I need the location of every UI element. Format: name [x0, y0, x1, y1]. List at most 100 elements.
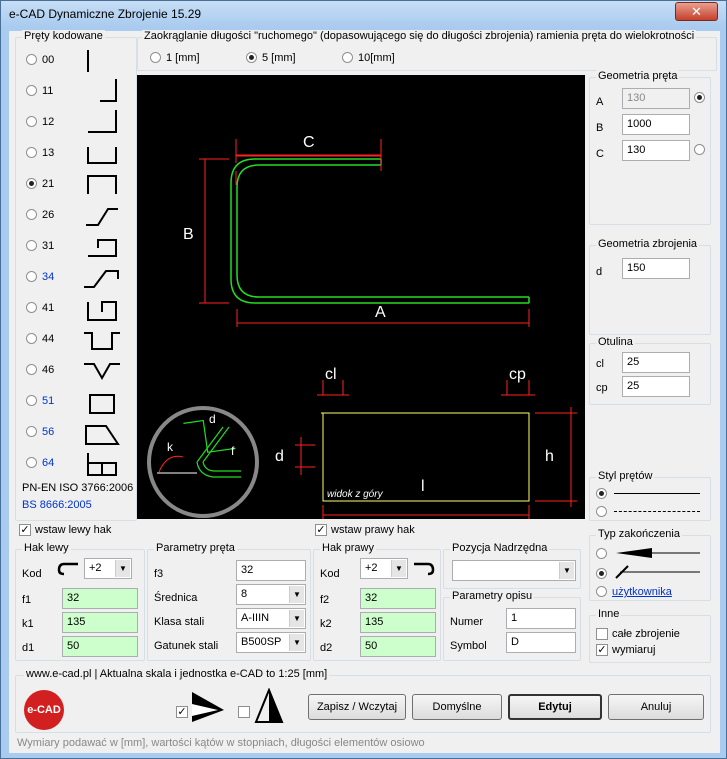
wstaw-prawy-hak-checkbox[interactable]: ✓ — [315, 524, 327, 536]
scale-triangle-checkbox[interactable] — [238, 706, 250, 718]
detail-label-d: d — [209, 412, 216, 426]
d1-input[interactable]: 50 — [62, 636, 138, 657]
bar-code-label-64: 64 — [42, 457, 55, 469]
bar-code-radio-21[interactable] — [26, 178, 37, 189]
drawing-svg: C B A cl cp d h l widok z góry — [147, 134, 577, 519]
bar-code-radio-64[interactable] — [26, 457, 37, 468]
bar-code-label-11: 11 — [42, 85, 54, 97]
style-solid-radio[interactable] — [596, 488, 607, 499]
k2-input[interactable]: 135 — [360, 612, 436, 633]
bar-code-radio-34[interactable] — [26, 271, 37, 282]
numer-input[interactable]: 1 — [506, 608, 576, 629]
bar-code-radio-26[interactable] — [26, 209, 37, 220]
parametry-opisu-title: Parametry opisu — [450, 590, 535, 602]
bar-code-label-51: 51 — [42, 395, 55, 407]
c-radio[interactable] — [694, 144, 705, 155]
round-1mm-radio[interactable] — [150, 52, 161, 63]
left-hook-icon — [57, 562, 78, 576]
drawing-canvas[interactable]: C B A cl cp d h l widok z góry — [137, 75, 585, 519]
bar-code-radio-44[interactable] — [26, 333, 37, 344]
f2-label: f2 — [320, 594, 330, 606]
kod-prawy-select[interactable]: +2▼ — [360, 558, 408, 579]
detail-label-k: k — [167, 440, 174, 454]
bar-shape-icon-41 — [87, 301, 117, 321]
close-button[interactable]: ✕ — [675, 2, 718, 21]
bar-code-radio-46[interactable] — [26, 364, 37, 375]
bar-code-radio-11[interactable] — [26, 85, 37, 96]
end-user-radio[interactable] — [596, 586, 607, 597]
kod-lewy-select[interactable]: +2▼ — [84, 558, 132, 579]
round-10mm-radio[interactable] — [342, 52, 353, 63]
bar-code-radio-56[interactable] — [26, 426, 37, 437]
bar-shape-icon-26 — [86, 208, 118, 226]
f3-input[interactable]: 32 — [236, 560, 306, 581]
round-10mm-label: 10[mm] — [358, 52, 395, 64]
bar-shape-icon-11 — [100, 79, 117, 102]
a-label: A — [596, 96, 604, 108]
gatunek-value: B500SP — [241, 636, 282, 648]
f2-input[interactable]: 32 — [360, 588, 436, 609]
cl-input[interactable]: 25 — [622, 352, 690, 373]
arrow-end-icon — [616, 548, 700, 558]
ecad-logo: e-CAD — [24, 690, 64, 730]
bar-code-radio-13[interactable] — [26, 147, 37, 158]
k1-label: k1 — [22, 618, 34, 630]
srednica-select[interactable]: 8▼ — [236, 584, 306, 605]
bar-code-radio-41[interactable] — [26, 302, 37, 313]
domyslne-button[interactable]: Domyślne — [412, 694, 502, 720]
k1-input[interactable]: 135 — [62, 612, 138, 633]
norm-bs: BS 8666:2005 — [22, 499, 92, 511]
bar-code-radio-12[interactable] — [26, 116, 37, 127]
a-input[interactable]: 130 — [622, 88, 690, 109]
bar-shape-icon-21 — [87, 175, 117, 194]
edytuj-button[interactable]: Edytuj — [508, 694, 602, 720]
geometria-preta-title: Geometria pręta — [596, 70, 680, 82]
anuluj-button[interactable]: Anuluj — [608, 694, 704, 720]
cp-input[interactable]: 25 — [622, 376, 690, 397]
style-dashed-radio[interactable] — [596, 506, 607, 517]
c-input[interactable]: 130 — [622, 140, 690, 161]
end-tick-radio[interactable] — [596, 568, 607, 579]
bar-code-label-26: 26 — [42, 209, 55, 221]
wstaw-lewy-hak-checkbox[interactable]: ✓ — [19, 524, 31, 536]
end-arrow-radio[interactable] — [596, 548, 607, 559]
cale-zbrojenie-checkbox[interactable] — [596, 628, 608, 640]
title-bar[interactable]: e-CAD Dynamiczne Zbrojenie 15.29 ✕ — [1, 1, 726, 27]
parametry-preta-group: Parametry pręta f3 32 Średnica 8▼ Klasa … — [147, 542, 311, 661]
d1-label: d1 — [22, 642, 35, 654]
bar-code-radio-51[interactable] — [26, 395, 37, 406]
srednica-label: Średnica — [154, 592, 198, 604]
wymiaruj-checkbox[interactable]: ✓ — [596, 644, 608, 656]
a-radio[interactable] — [694, 92, 705, 103]
zaokraglanie-title: Zaokrąglanie długości "ruchomego" (dopas… — [142, 30, 697, 42]
end-user-link[interactable]: użytkownika — [612, 586, 672, 598]
round-5mm-radio[interactable] — [246, 52, 257, 63]
bar-ends — [380, 159, 530, 303]
klasa-select[interactable]: A-IIIN▼ — [236, 608, 306, 629]
scale-arrow-checkbox[interactable]: ✓ — [176, 706, 188, 718]
gatunek-select[interactable]: B500SP▼ — [236, 632, 306, 653]
hak-prawy-group: Hak prawy Kod +2▼ f2 32 k2 135 d2 50 — [313, 542, 441, 661]
zapisz-wczytaj-button[interactable]: Zapisz / Wczytaj — [308, 694, 406, 720]
d-input[interactable]: 150 — [622, 258, 690, 279]
symbol-input[interactable]: D — [506, 632, 576, 653]
bar-shape-icon-56 — [85, 425, 120, 445]
bar-code-radio-00[interactable] — [26, 54, 37, 65]
b-input[interactable]: 1000 — [622, 114, 690, 135]
f1-input[interactable]: 32 — [62, 588, 138, 609]
bar-code-radio-31[interactable] — [26, 240, 37, 251]
bar-shape-icon-31 — [88, 239, 117, 257]
footer-title: www.e-cad.pl | Aktualna skala i jednostk… — [24, 668, 330, 680]
pozycja-select[interactable]: ▼ — [452, 560, 576, 581]
bar-code-label-13: 13 — [42, 147, 55, 159]
klasa-label: Klasa stali — [154, 616, 205, 628]
cl-label: cl — [596, 358, 604, 370]
bar-code-label-41: 41 — [42, 302, 55, 314]
label-a: A — [375, 304, 386, 321]
parametry-preta-title: Parametry pręta — [154, 542, 237, 554]
cp-label: cp — [596, 382, 608, 394]
zaokraglanie-group: Zaokrąglanie długości "ruchomego" (dopas… — [137, 30, 717, 71]
typ-zakonczenia-title: Typ zakończenia — [596, 528, 682, 540]
d2-input[interactable]: 50 — [360, 636, 436, 657]
